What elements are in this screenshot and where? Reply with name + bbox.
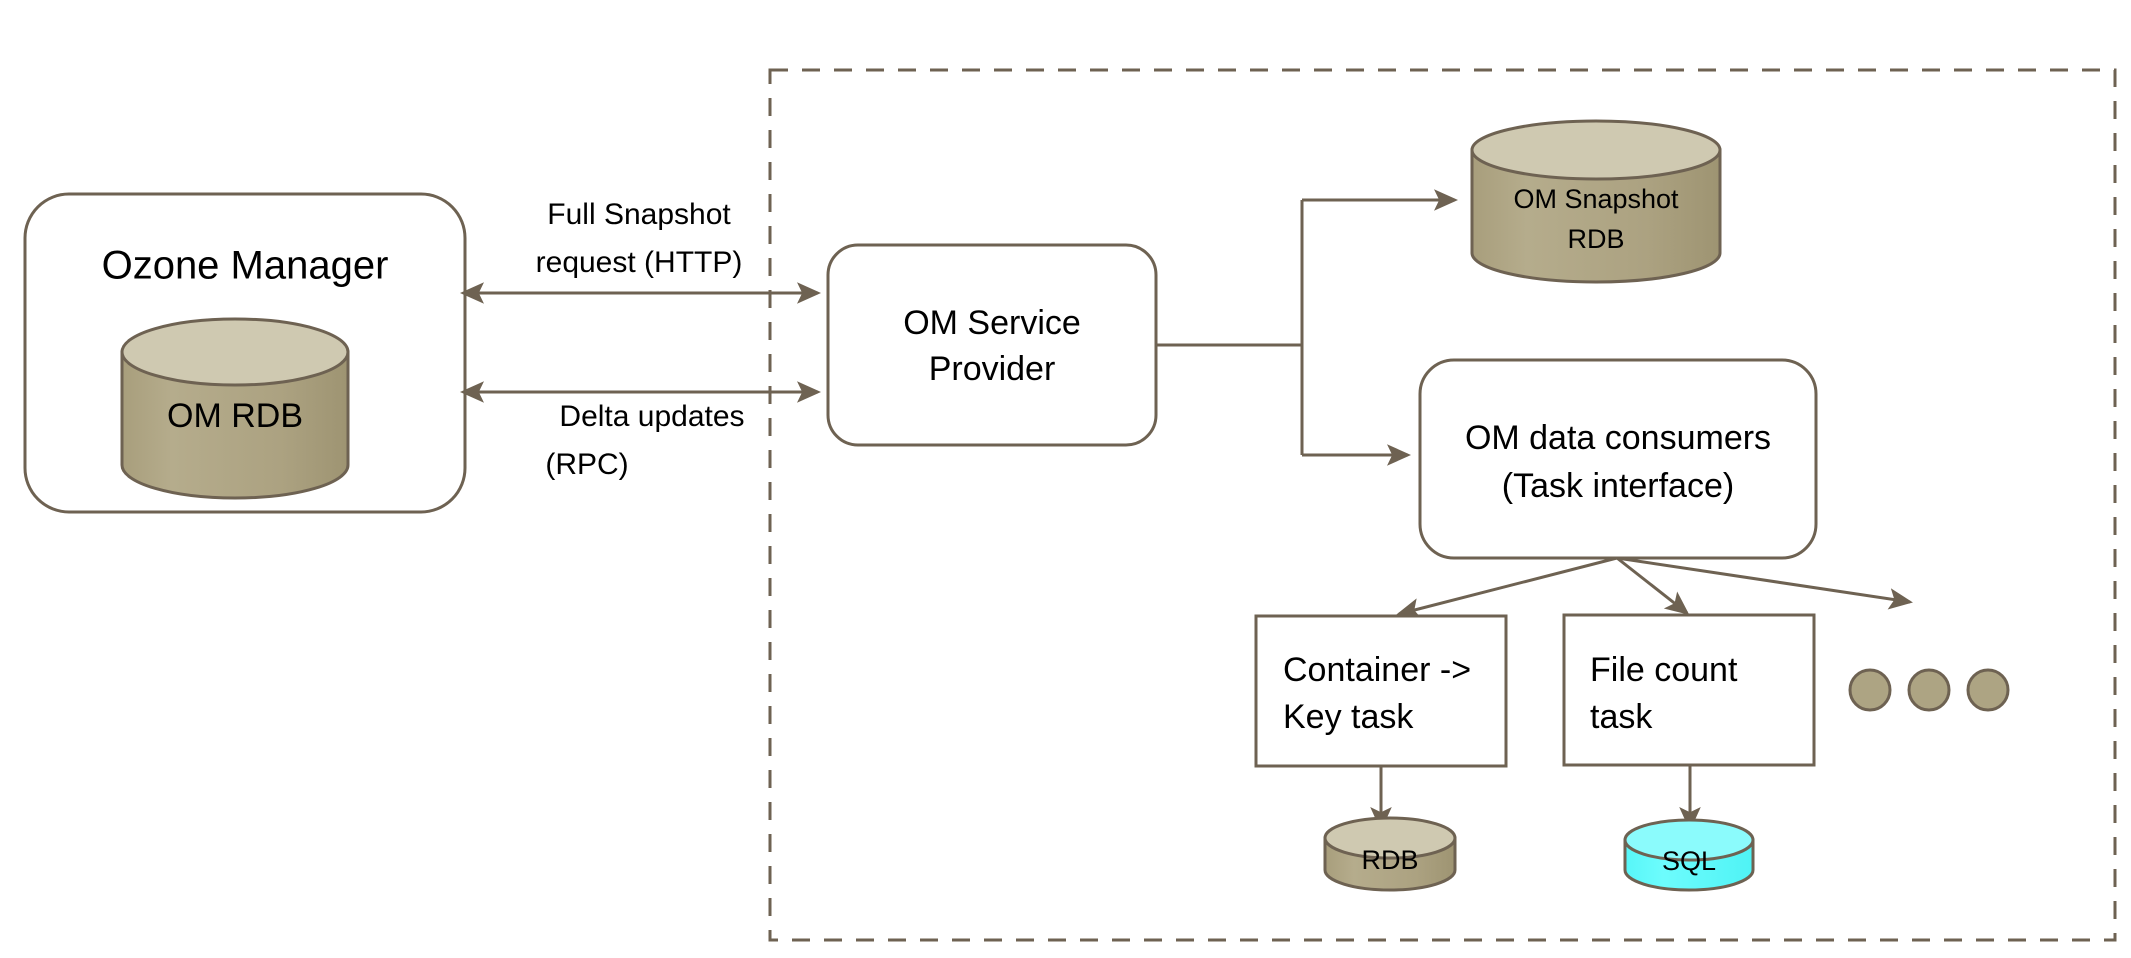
om-data-consumers-label-line2: (Task interface) [1502, 467, 1734, 505]
edge-consumers-to-container-key[interactable] [1396, 556, 1618, 620]
file-count-task-box[interactable] [1562, 613, 1816, 767]
om-data-consumers-label-line1: OM data consumers [1465, 419, 1771, 457]
file-count-task-label-line1: File count [1590, 651, 1738, 689]
om-rdb-cylinder[interactable]: OM RDB [120, 317, 350, 500]
om-data-consumers-box[interactable] [1418, 358, 1818, 560]
om-service-provider-label-line1: OM Service [903, 304, 1081, 342]
recon-boundary-group [768, 68, 2117, 942]
om-snapshot-rdb-label-line2: RDB [1567, 224, 1624, 254]
rdb-store-cylinder[interactable]: RDB [1323, 816, 1457, 892]
edge-full-snapshot-label-line2: request (HTTP) [536, 246, 743, 279]
edge-full-snapshot-label-line1: Full Snapshot [547, 198, 731, 231]
om-snapshot-rdb-label-line1: OM Snapshot [1513, 184, 1679, 214]
container-key-task-box[interactable] [1254, 614, 1508, 768]
ozone-manager-label: Ozone Manager [102, 244, 389, 288]
edge-delta-updates-label-line2: (RPC) [545, 448, 628, 481]
file-count-task-label-line2: task [1590, 698, 1653, 736]
om-rdb-label: OM RDB [167, 397, 303, 435]
sql-store-cylinder[interactable]: SQL [1623, 818, 1755, 892]
container-key-task-label-line2: Key task [1283, 698, 1414, 736]
edge-delta-updates-label-line1: Delta updates [559, 400, 744, 433]
container-key-task-label-line1: Container -> [1283, 651, 1471, 689]
rdb-store-label: RDB [1361, 845, 1418, 875]
om-snapshot-rdb-cylinder[interactable]: OM Snapshot RDB [1470, 119, 1722, 284]
more-tasks-ellipsis-icon [1848, 668, 2010, 712]
edge-consumers-to-file-count[interactable] [1616, 556, 1690, 615]
om-service-provider-box[interactable] [826, 243, 1158, 447]
om-service-provider-label-line2: Provider [929, 350, 1056, 388]
sql-store-label: SQL [1662, 846, 1716, 876]
edge-consumers-to-more-tasks[interactable] [1616, 556, 1913, 610]
